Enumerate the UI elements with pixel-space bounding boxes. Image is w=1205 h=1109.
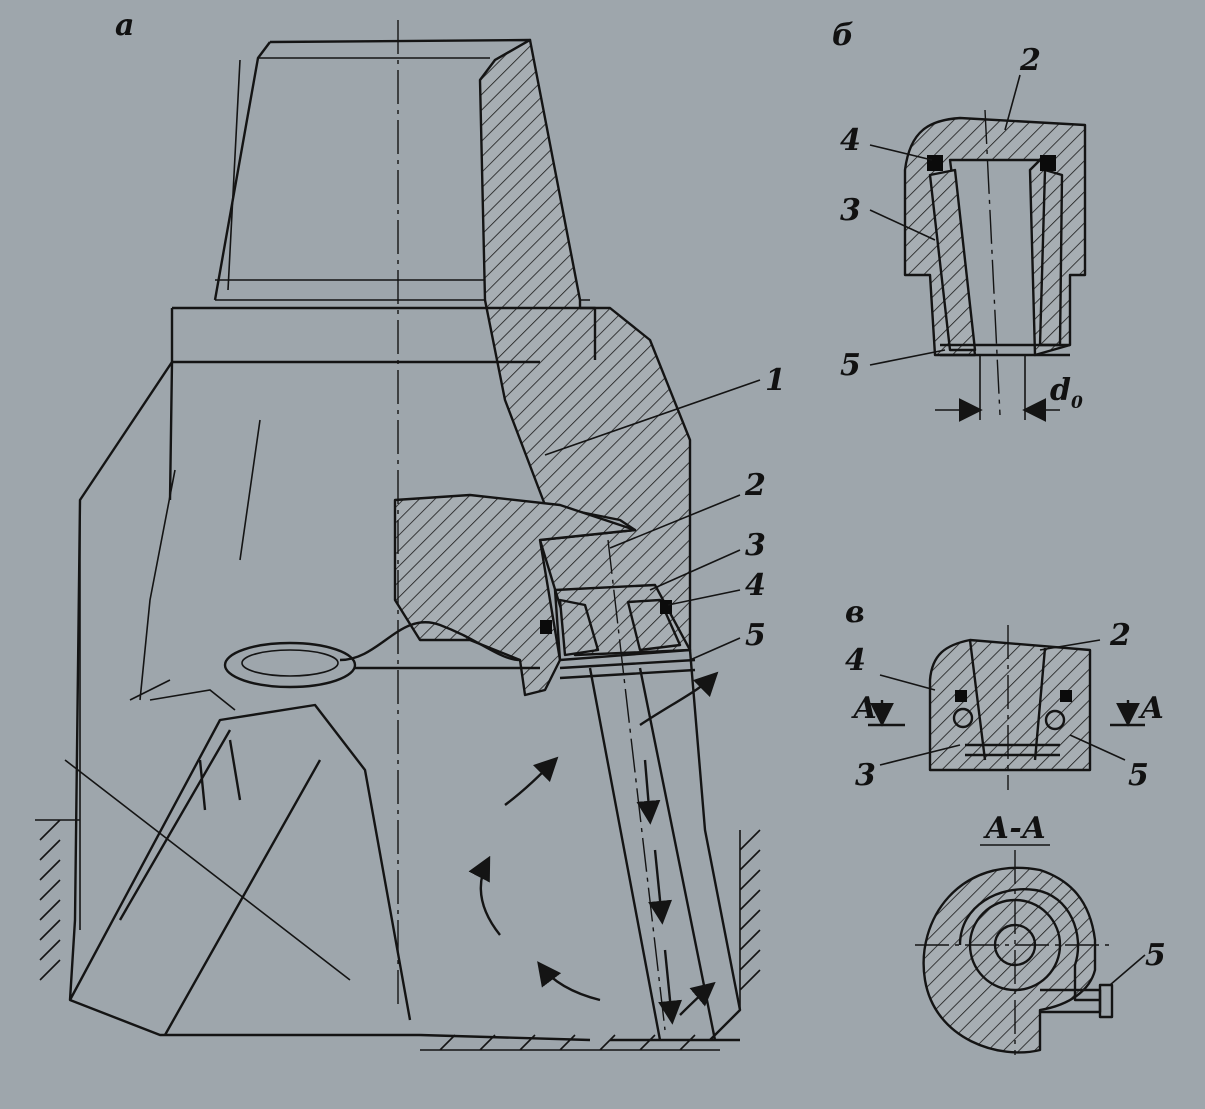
dim-d0-lines [935,355,1060,420]
section-title: А-А [983,811,1046,846]
plug-5 [1098,983,1114,1019]
label-section-5: 5 [1145,938,1166,973]
leader-lines-b [869,74,1021,366]
ground-right [739,829,761,1010]
label-b-3: 3 [840,193,861,228]
jet-arrow-2 [648,849,673,925]
label-3: 3 [745,528,766,563]
leader-lines-v [879,639,1126,766]
bit-pin-lines [215,57,590,301]
jet-axis [607,539,666,1031]
leader-line-section [1109,954,1146,986]
ball-v-right [1044,709,1066,731]
label-5: 5 [745,618,766,653]
ring-connect [339,621,540,670]
nozzle-v-ring [965,743,1060,757]
label-4: 4 [745,568,766,603]
label-v-2: 2 [1109,618,1131,653]
nozzle-view-b: б 2 4 3 5 d0 [832,18,1087,422]
nozzle-view-v: в 2 4 А А 3 5 [845,595,1164,793]
ring-inner [241,649,339,677]
seal-b-left [927,155,943,171]
seal-right [660,600,672,614]
label-2: 2 [744,468,766,503]
nozzle-b-axis [984,109,1001,416]
retainer-ring [559,658,696,680]
flow-arrow-5 [679,981,716,1016]
ball-v-left [952,707,974,729]
leader-lines-a [544,379,761,661]
section-a-a: А-А 5 [915,811,1166,1055]
flow-arrow-4 [537,961,601,1002]
label-1: 1 [765,363,786,398]
nozzle-boss-section [393,493,637,697]
right-leg [688,649,742,1041]
label-v-5: 5 [1128,758,1149,793]
flow-arrow-1 [639,671,719,726]
label-view-v: в [845,595,865,630]
seal-v-left [955,690,967,702]
ball-race [958,888,1100,1002]
label-v-4: 4 [845,643,866,678]
label-b-5: 5 [840,348,861,383]
flow-arrow-3 [468,855,501,936]
label-view-b: б [832,18,854,53]
nozzle-insert [558,598,682,657]
label-b-4: 4 [840,123,861,158]
jet-stream [588,667,717,1041]
main-bit-view: а 1 2 3 4 5 [35,8,786,1051]
section-arrow-right [1110,700,1145,725]
seal-v-right [1060,690,1072,702]
body-inner-lines [79,419,261,930]
bottom-edge [419,1033,740,1042]
ground-bottom [420,1034,720,1051]
label-arrow-a-left: А [851,691,877,726]
ground-left [35,819,80,981]
seal-b-right [1040,155,1056,171]
seal-left [540,620,552,634]
label-arrow-a-right: А [1138,691,1164,726]
nozzle-b-bottom [940,343,1070,357]
jet-arrow-1 [636,759,661,825]
label-view-a: а [115,8,134,43]
section-arrow-left [868,700,905,725]
cone-teeth [68,703,412,1036]
cone-axis-lines [64,689,351,981]
label-v-3: 3 [855,758,876,793]
pin-wall-section [478,38,692,657]
label-d0: d0 [1050,373,1083,413]
nozzle-body-v [928,638,1092,772]
label-b-2: 2 [1019,43,1041,78]
ring-outer [223,641,357,689]
jet-arrow-3 [658,949,683,1025]
flow-arrow-2 [504,756,559,806]
body-outline [68,361,420,1037]
nozzle-v-bore [968,639,1047,761]
